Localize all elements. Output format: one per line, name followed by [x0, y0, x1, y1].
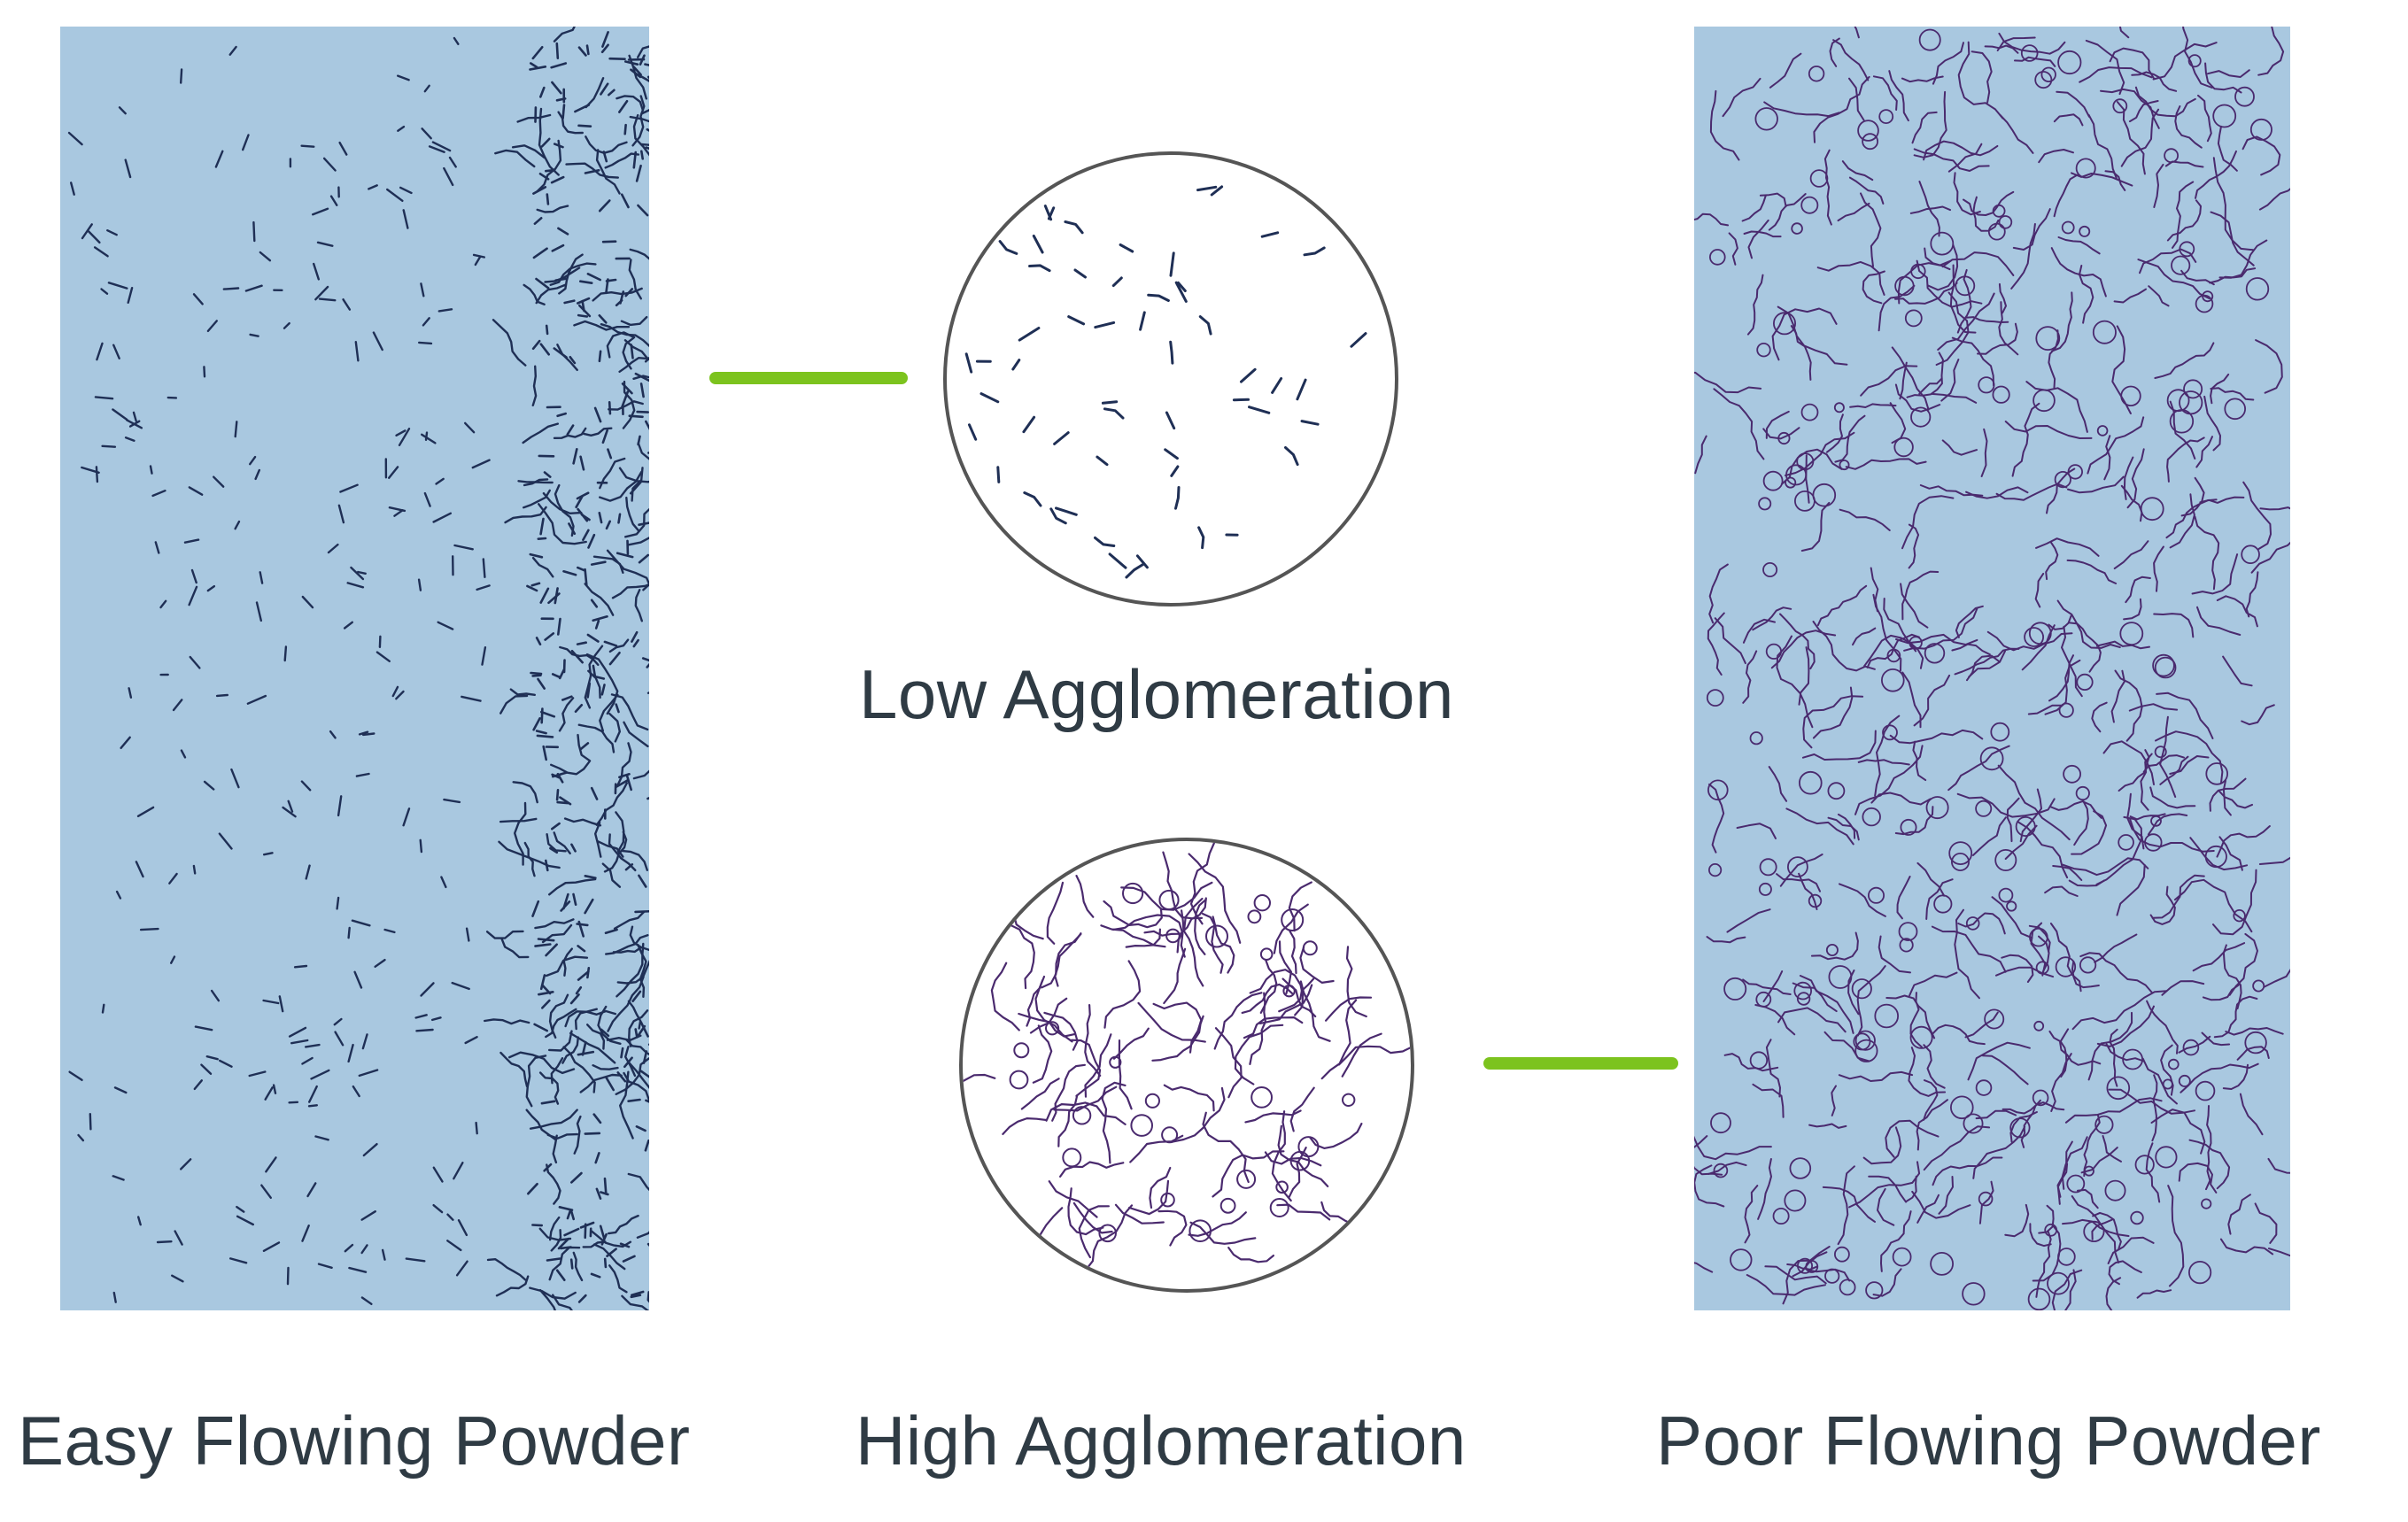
- easy-flowing-powder-label: Easy Flowing Powder: [18, 1402, 691, 1480]
- low-agglomeration-particles: [964, 185, 1367, 579]
- low-agglomeration-circle: [943, 151, 1398, 606]
- poor-flowing-powder-label: Poor Flowing Powder: [1656, 1402, 2321, 1480]
- low-agglomeration-label: Low Agglomeration: [859, 655, 1454, 733]
- high-agglomeration-label: High Agglomeration: [856, 1402, 1467, 1480]
- easy-panel-particles: [67, 27, 649, 1310]
- high-agglomeration-circle: [959, 838, 1414, 1293]
- high-agglomeration-particles: [963, 841, 1411, 1277]
- poor-panel-particles: [1694, 27, 2290, 1310]
- poor-panel-background: [1694, 27, 2290, 1310]
- easy-flowing-powder-panel: [60, 27, 649, 1310]
- easy-panel-background: [60, 27, 649, 1310]
- poor-flowing-powder-panel: [1694, 27, 2290, 1310]
